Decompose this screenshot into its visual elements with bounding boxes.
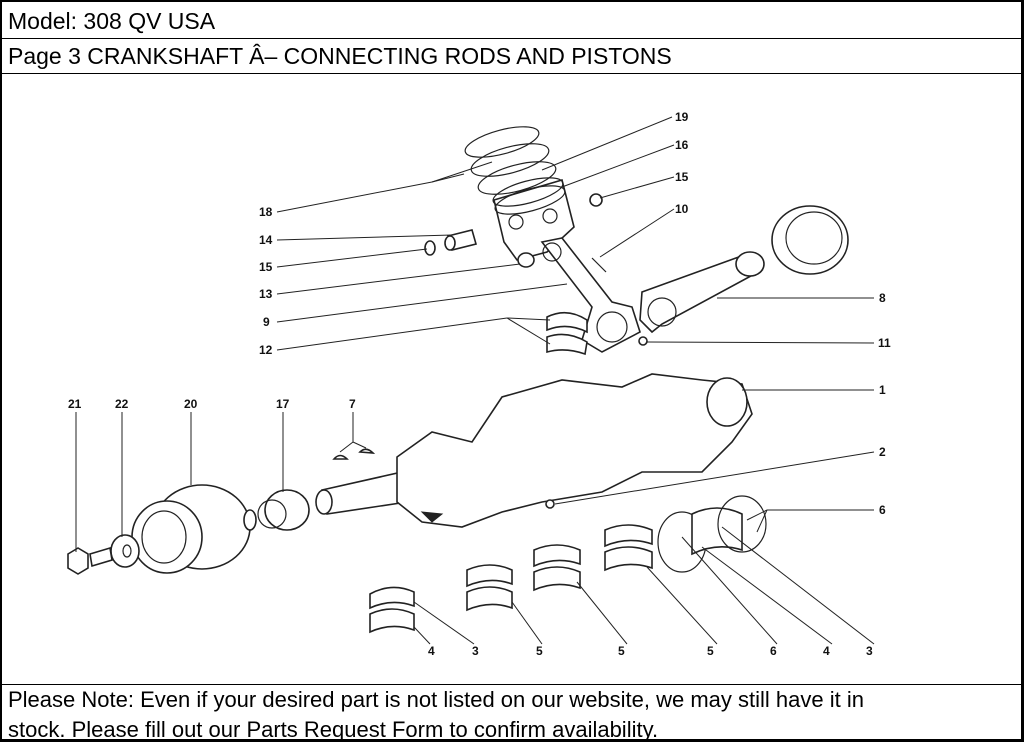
timing-gear bbox=[257, 489, 310, 531]
callout-8: 8 bbox=[879, 291, 886, 305]
exploded-view-drawing: 19 16 15 10 18 14 15 13 9 12 8 11 1 2 6 … bbox=[67, 110, 891, 658]
crank-pulley bbox=[131, 484, 257, 574]
connecting-rod-front bbox=[540, 237, 641, 353]
callout-12: 12 bbox=[259, 343, 273, 357]
model-label: Model: 308 QV USA bbox=[2, 2, 1021, 39]
piston-pin bbox=[424, 193, 603, 256]
note-line-2: stock. Please fill out our Parts Request… bbox=[8, 717, 659, 742]
callout-7: 7 bbox=[349, 397, 356, 411]
callout-5: 5 bbox=[618, 644, 625, 658]
callout-13: 13 bbox=[259, 287, 273, 301]
note-line-1: Please Note: Even if your desired part i… bbox=[8, 687, 864, 712]
rod-bearing-shells bbox=[546, 311, 588, 356]
callout-4: 4 bbox=[428, 644, 435, 658]
callout-4: 4 bbox=[823, 644, 830, 658]
washer bbox=[110, 534, 140, 568]
callout-6: 6 bbox=[770, 644, 777, 658]
piston-rings bbox=[464, 126, 557, 195]
callout-19: 19 bbox=[675, 110, 689, 124]
callout-22: 22 bbox=[115, 397, 129, 411]
callout-15: 15 bbox=[675, 170, 689, 184]
small-end-bush bbox=[517, 252, 535, 268]
callout-18: 18 bbox=[259, 205, 273, 219]
page-title: Page 3 CRANKSHAFT Â– CONNECTING RODS AND… bbox=[2, 39, 1021, 74]
callout-1: 1 bbox=[879, 383, 886, 397]
parts-diagram: 19 16 15 10 18 14 15 13 9 12 8 11 1 2 6 … bbox=[2, 74, 1021, 685]
callout-3: 3 bbox=[472, 644, 479, 658]
callout-5: 5 bbox=[536, 644, 543, 658]
callout-5: 5 bbox=[707, 644, 714, 658]
callout-10: 10 bbox=[675, 202, 689, 216]
callout-20: 20 bbox=[184, 397, 198, 411]
callout-11: 11 bbox=[878, 336, 891, 350]
crankshaft bbox=[315, 373, 753, 528]
callout-9: 9 bbox=[263, 315, 270, 329]
bolt bbox=[67, 546, 113, 575]
woodruff-keys bbox=[332, 448, 376, 460]
main-bearings bbox=[369, 495, 767, 634]
callout-labels: 19 16 15 10 18 14 15 13 9 12 8 11 1 2 6 … bbox=[68, 110, 891, 658]
callout-21: 21 bbox=[68, 397, 82, 411]
callout-2: 2 bbox=[879, 445, 886, 459]
callout-17: 17 bbox=[276, 397, 290, 411]
callout-3: 3 bbox=[866, 644, 873, 658]
piston-rod-assembly-8 bbox=[638, 205, 849, 346]
callout-14: 14 bbox=[259, 233, 273, 247]
leader-lines bbox=[75, 116, 875, 645]
callout-16: 16 bbox=[675, 138, 689, 152]
callout-6: 6 bbox=[879, 503, 886, 517]
callout-15: 15 bbox=[259, 260, 273, 274]
parts-request-note: Please Note: Even if your desired part i… bbox=[8, 685, 864, 745]
